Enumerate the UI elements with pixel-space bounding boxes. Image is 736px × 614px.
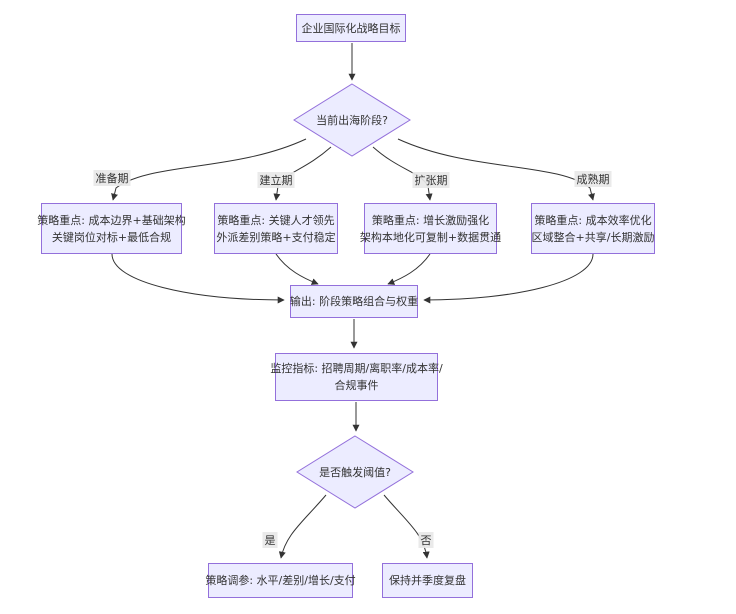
edge-label-no: 否 xyxy=(418,532,434,548)
stage-decision-diamond xyxy=(293,83,411,157)
node-stage-expand-line2: 架构本地化可复制+数据贯通 xyxy=(359,230,502,244)
edge-threshold-yes xyxy=(278,494,327,559)
stage-decision-label: 当前出海阶段? xyxy=(316,114,388,127)
node-monitor: 监控指标: 招聘周期/离职率/成本率/ 合规事件 xyxy=(270,353,443,401)
edge-threshold-no xyxy=(383,494,430,559)
node-monitor-line2: 合规事件 xyxy=(334,379,379,392)
edge-label-mature: 成熟期 xyxy=(574,171,612,187)
edge-label-expand: 扩张期 xyxy=(412,172,450,188)
node-stage-mature-line2: 区域整合+共享/长期激励 xyxy=(531,230,655,244)
node-keep: 保持并季度复盘 xyxy=(382,563,473,598)
node-keep-label: 保持并季度复盘 xyxy=(389,574,466,587)
node-goal: 企业国际化战略目标 xyxy=(296,14,406,42)
edge-stage-to-mature xyxy=(397,138,595,201)
node-adjust-label: 策略调参: 水平/差别/增长/支付 xyxy=(205,574,356,587)
node-stage-expand-line1: 策略重点: 增长激励强化 xyxy=(371,213,490,227)
node-stage-prepare: 策略重点: 成本边界+基础架构 关键岗位对标+最低合规 xyxy=(37,203,186,254)
edge-label-prepare: 准备期 xyxy=(93,170,131,186)
node-stage-mature-line1: 策略重点: 成本效率优化 xyxy=(534,213,652,227)
edge-establish-to-output xyxy=(275,253,319,285)
node-stage-prepare-line1: 策略重点: 成本边界+基础架构 xyxy=(37,213,186,227)
node-output-label: 输出: 阶段策略组合与权重 xyxy=(289,295,419,308)
threshold-decision-diamond xyxy=(296,435,414,509)
node-adjust: 策略调参: 水平/差别/增长/支付 xyxy=(205,563,356,598)
edge-mature-to-output xyxy=(423,253,594,304)
node-stage-mature: 策略重点: 成本效率优化 区域整合+共享/长期激励 xyxy=(531,203,655,254)
threshold-decision-label: 是否触发阈值? xyxy=(319,466,391,479)
node-goal-label: 企业国际化战略目标 xyxy=(301,21,401,35)
edge-expand-to-output xyxy=(387,253,431,285)
edge-prepare-to-output xyxy=(111,253,285,304)
node-stage-prepare-line2: 关键岗位对标+最低合规 xyxy=(51,230,172,244)
node-monitor-line1: 监控指标: 招聘周期/离职率/成本率/ xyxy=(270,362,443,375)
edge-label-yes: 是 xyxy=(262,532,278,548)
edge-label-establish: 建立期 xyxy=(257,172,295,188)
node-output: 输出: 阶段策略组合与权重 xyxy=(290,285,418,318)
node-stage-establish: 策略重点: 关键人才领先 外派差别策略+支付稳定 xyxy=(214,203,338,254)
node-stage-establish-line1: 策略重点: 关键人才领先 xyxy=(217,213,335,227)
node-stage-expand: 策略重点: 增长激励强化 架构本地化可复制+数据贯通 xyxy=(360,203,501,254)
node-stage-establish-line2: 外派差别策略+支付稳定 xyxy=(216,230,336,244)
